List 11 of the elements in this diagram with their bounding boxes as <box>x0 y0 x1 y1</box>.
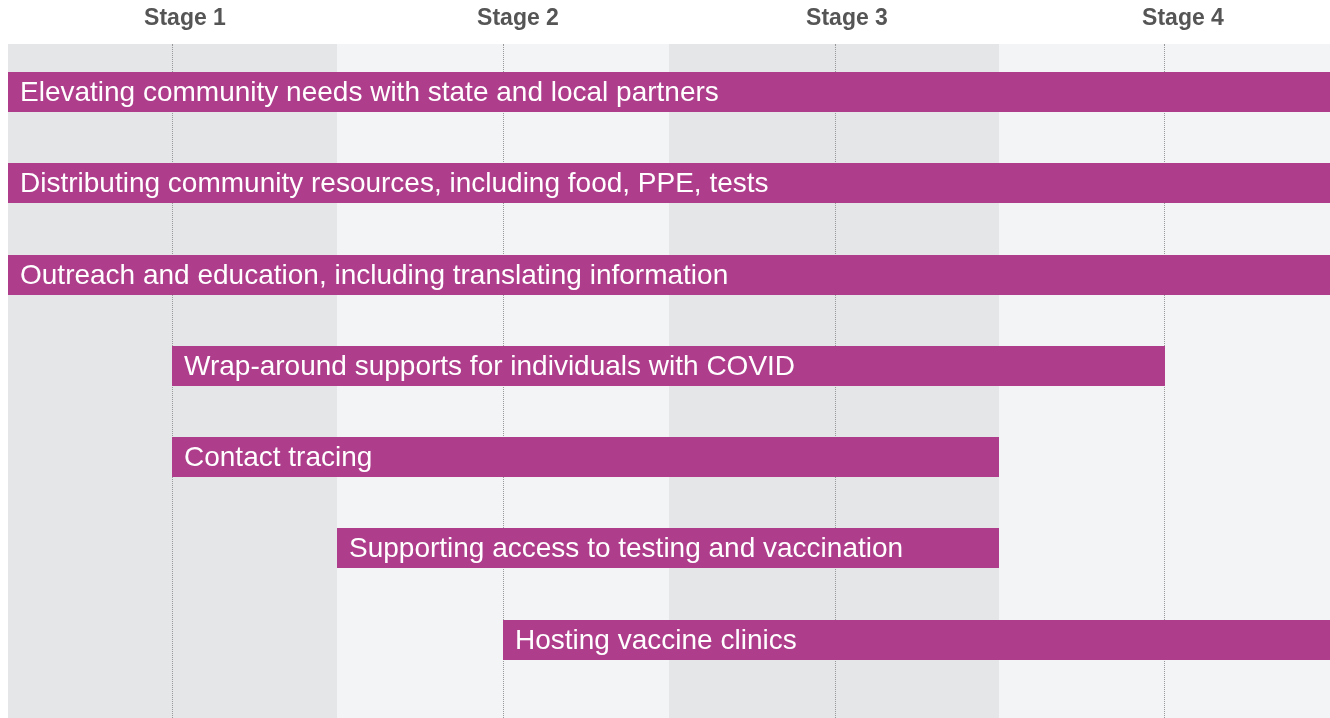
activity-bar: Outreach and education, including translating information <box>8 255 1330 295</box>
activity-bar: Hosting vaccine clinics <box>503 620 1330 660</box>
activity-bar: Wrap-around supports for individuals with COVID <box>172 346 1165 386</box>
activity-bar: Contact tracing <box>172 437 999 477</box>
stage-heading: Stage 2 <box>477 4 559 31</box>
activity-bar: Elevating community needs with state and local partners <box>8 72 1330 112</box>
stage-heading: Stage 1 <box>144 4 226 31</box>
activity-bar: Supporting access to testing and vaccination <box>337 528 999 568</box>
stage-heading: Stage 4 <box>1142 4 1224 31</box>
stage-heading: Stage 3 <box>806 4 888 31</box>
activity-bar: Distributing community resources, including food, PPE, tests <box>8 163 1330 203</box>
